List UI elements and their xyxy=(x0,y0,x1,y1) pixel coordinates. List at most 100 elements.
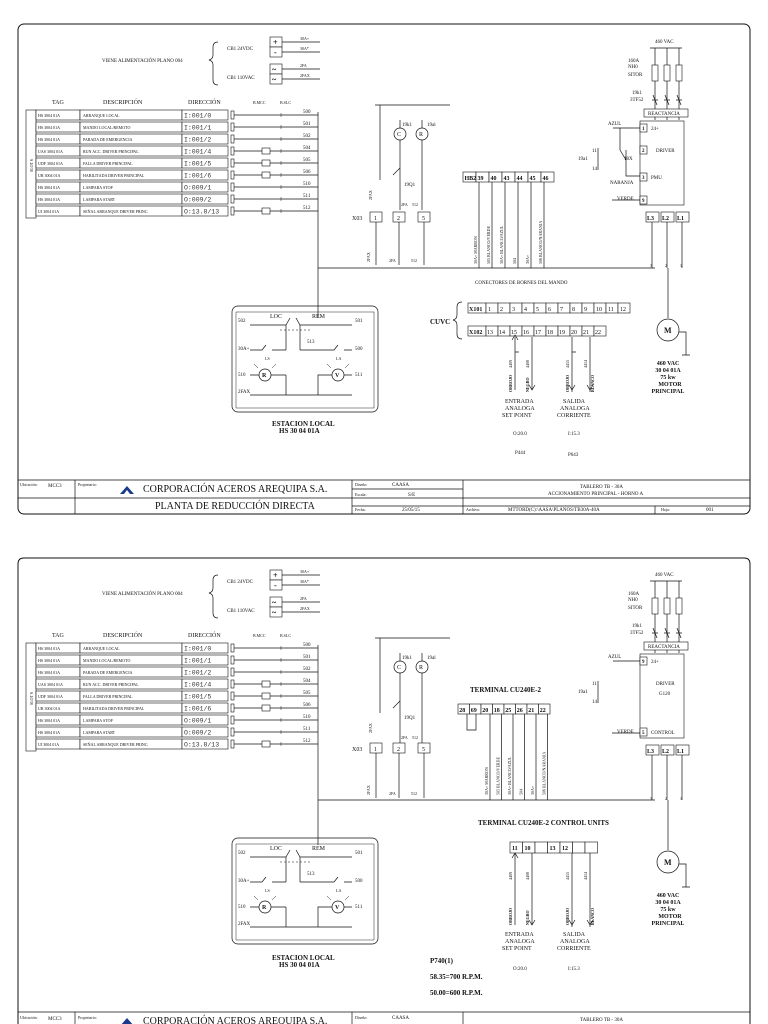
io-dir: I:001/5 xyxy=(184,694,211,701)
strip-wire-label: 30A+ MARRON xyxy=(484,767,489,795)
col-tag: TAG xyxy=(52,633,65,639)
wire-color: ORROJO xyxy=(565,908,570,925)
input-label: ENTRADA xyxy=(505,399,534,405)
station-tag: HS 30 04 01A xyxy=(279,427,320,435)
wire-label: 30A+ xyxy=(300,36,310,41)
cuvc-cell-label: 22 xyxy=(595,330,601,336)
strip-wire-label: 505 BLANCO/VERDE xyxy=(496,757,501,795)
pw-contact: 19k1 xyxy=(632,624,643,629)
pw-breaker: SITOR xyxy=(628,606,643,611)
io-desc: RUN ACC. DRIVER PRINCIPAL xyxy=(83,682,139,687)
io-wire: 500 xyxy=(303,110,311,115)
io-tag: UDF 3004 01A xyxy=(38,694,63,699)
slot-label: SLOT 6 xyxy=(29,692,34,705)
io-tag: HS 3004 01A xyxy=(38,113,60,118)
wire-color: NEGRO xyxy=(525,910,530,925)
pw-verde: VERDE xyxy=(617,730,634,735)
st-ls: LS xyxy=(265,888,270,893)
tb-t1: TABLERO TB - 30A xyxy=(580,1018,623,1023)
st-loc: LOC xyxy=(270,846,282,852)
output-label: CORRIENTE xyxy=(557,946,591,952)
io-wire: 512 xyxy=(303,739,311,744)
tb-hoja-l: Hoja: xyxy=(661,507,670,512)
strip-wire-label: 30A+ BLANCO/AZUL xyxy=(499,225,504,264)
io-desc: PARADA DE EMERGENCIA xyxy=(83,137,133,142)
io-wire: 511 xyxy=(303,194,311,199)
io-tag: HS 3004 01A xyxy=(38,197,60,202)
relay-block: 19k1 19al C R 19Q1 2FAX 2FA 512 X03 1 2 … xyxy=(352,637,450,798)
wire: 4409 xyxy=(508,360,513,368)
relay-block: 19k1 19al C R 19Q1 2FAX 2FA 512 X03 1 2 … xyxy=(352,104,450,265)
io-tag: HS 3004 01A xyxy=(38,658,60,663)
motor-label: 460 VAC xyxy=(657,361,680,367)
pw-vac: 460 VAC xyxy=(655,40,674,45)
wire: 4415 xyxy=(565,872,570,880)
cuvc-row-label: X102 xyxy=(469,330,482,336)
cuvc-cell-label: 8 xyxy=(572,307,575,313)
wire-2fax: 2FAX xyxy=(368,723,373,733)
out-addr: I:15.3 xyxy=(568,967,580,972)
out-addr: I:15.3 xyxy=(568,432,580,437)
st-30a: 30A+ xyxy=(238,879,250,884)
strip-cell-label: 26 xyxy=(517,708,523,714)
st-rem: REM xyxy=(312,314,326,320)
supply-sym: ~ xyxy=(272,65,277,74)
in-param: P444 xyxy=(515,451,526,456)
io-wire: 500 xyxy=(303,643,311,648)
title-block-2: Ubicación: MCC3 Propietario: CORPORACIÓN… xyxy=(18,1011,750,1024)
cuvc-cell-label: 7 xyxy=(560,307,563,313)
motor-m: M xyxy=(664,858,672,867)
pw-contact: 3TF52 xyxy=(630,98,644,103)
cuvc-cell xyxy=(617,302,631,314)
coil-r: R xyxy=(419,665,423,671)
tb-prop: Propietario: xyxy=(78,482,97,487)
cuvc-cell-label: 11 xyxy=(608,307,614,313)
input-label: SET POINT xyxy=(502,413,532,419)
st-la: LA xyxy=(336,888,341,893)
io-desc: HABILITADA DRIVER PRINCIPAL xyxy=(83,706,145,711)
pw-g120: G120 xyxy=(659,692,671,697)
wire-label: 30A* xyxy=(300,46,309,51)
st-510: 510 xyxy=(238,905,246,910)
cuvc-cell-label: 18 xyxy=(547,330,553,336)
st-500: 500 xyxy=(355,879,363,884)
wire-2fa: 2FA xyxy=(389,791,396,796)
io-desc: LAMPARA STOP xyxy=(83,185,113,190)
io-tag: UDF 3004 01A xyxy=(38,161,63,166)
input-label: ANALOGA xyxy=(505,406,535,412)
l-cell-label: L2 xyxy=(662,216,669,222)
wire-2fax: 2FAX xyxy=(366,252,371,262)
local-station-2: 502 LOC REM 501 30A+ 513 500 510 511 2FA… xyxy=(231,837,379,945)
pw-n: 2 xyxy=(642,149,645,154)
io-dir: O:13.8/13 xyxy=(184,209,219,216)
tb-hoja: 001 xyxy=(706,508,714,513)
wire: 4409 xyxy=(508,872,513,880)
io-dir: I:001/0 xyxy=(184,646,211,653)
strip-wire-label: 30A+ MARRON xyxy=(473,236,478,264)
sheet-1-frame xyxy=(17,23,751,515)
phase-label: 2 xyxy=(665,796,667,801)
tb-escala-l: Escala: xyxy=(355,492,367,497)
cu-cell-label: 13 xyxy=(550,846,556,852)
cuvc-cell-label: 1 xyxy=(488,307,491,313)
io-desc: SEÑAL ARRANQUE DRIVER PRINC. xyxy=(83,209,148,214)
pw-n: 5 xyxy=(642,731,645,736)
cuvc-cell-label: 6 xyxy=(548,307,551,313)
tb-diseno-l: Diseño: xyxy=(355,1015,367,1020)
input-label: SET POINT xyxy=(502,946,532,952)
st-la: LA xyxy=(336,356,341,361)
supply-sym: + xyxy=(273,571,278,580)
pw-relay: 19a1 xyxy=(578,690,588,695)
strip-wire-label: 30A+ xyxy=(525,254,530,264)
strip-cell-label: 20 xyxy=(482,708,488,714)
phase-label: 3 xyxy=(650,796,652,801)
tb-prop: Propietario: xyxy=(78,1015,97,1020)
